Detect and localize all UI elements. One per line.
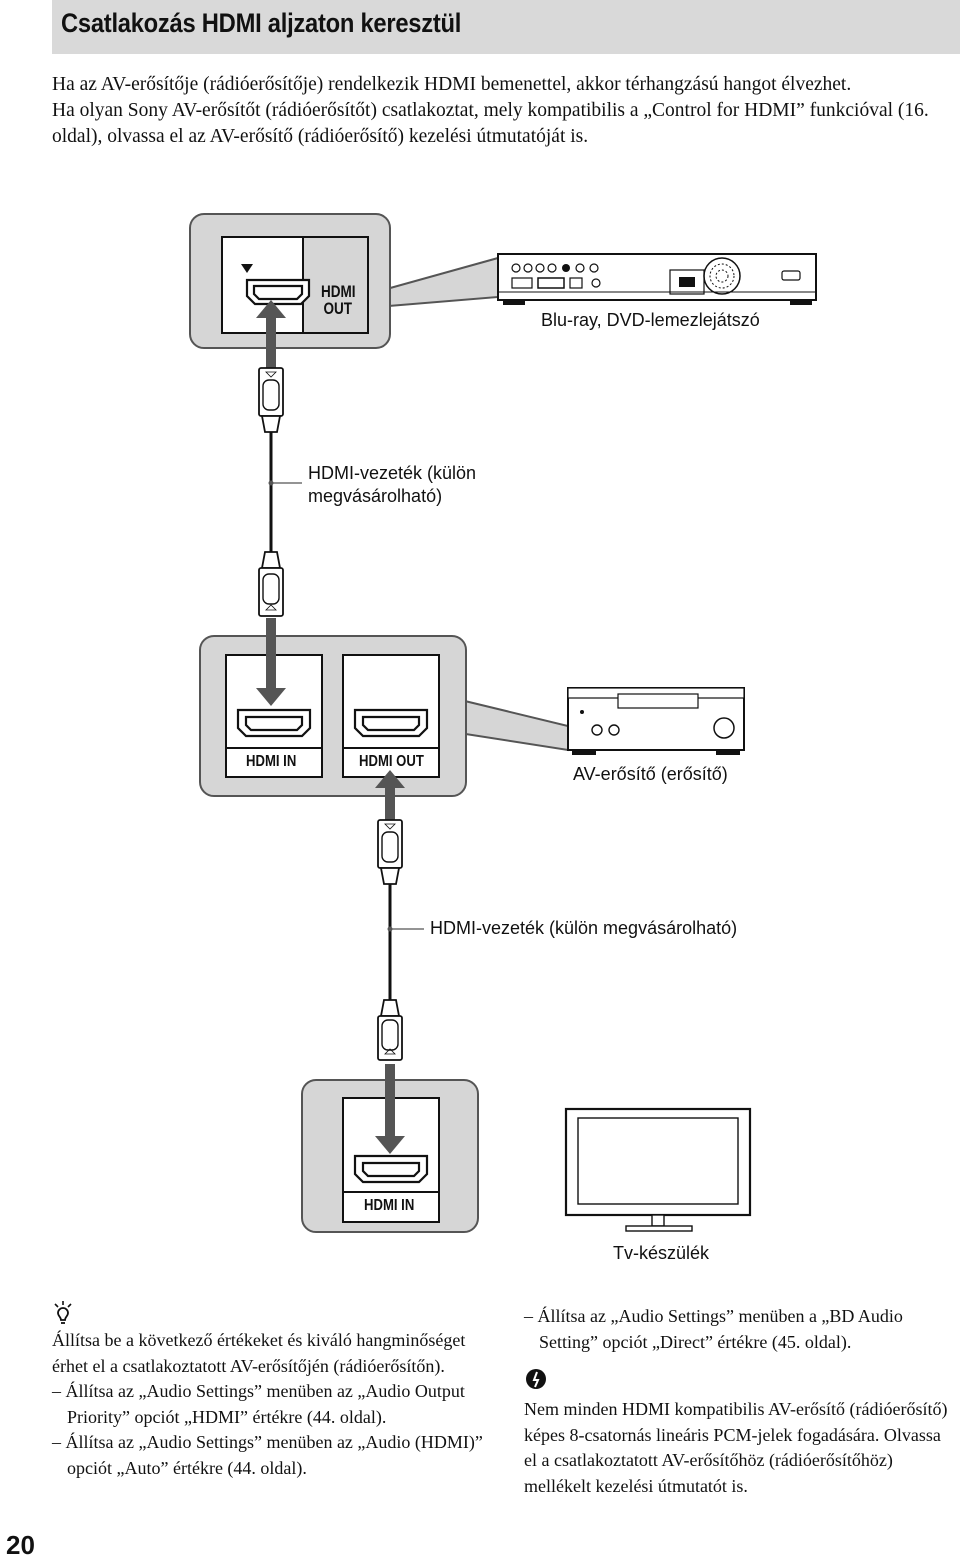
page-number: 20 [6,1530,35,1560]
lightbulb-tip-icon [52,1300,74,1326]
amp-hdmi-out-label: HDMI OUT [359,753,424,770]
section-title-bar: Csatlakozás HDMI aljzaton keresztül [52,0,960,54]
right-column: – Állítsa az „Audio Settings” menüben a … [524,1304,956,1499]
cable-1-label: HDMI-vezeték (külön megvásárolható) [308,462,476,508]
intro-paragraph-1: Ha az AV-erősítője (rádióerősítője) rend… [52,74,852,95]
av-amplifier-device [567,687,745,755]
player-callout [189,213,499,349]
connection-diagram: HDMI OUT Blu-ray, DVD-lemezlejátszó HDMI… [0,200,960,1280]
tv-hdmi-in-label: HDMI IN [364,1197,415,1214]
amp-hdmi-in-label: HDMI IN [246,753,297,770]
tip-item-1: – Állítsa az „Audio Settings” menüben az… [52,1381,465,1427]
tip-item-2: – Állítsa az „Audio Settings” menüben az… [52,1432,483,1478]
intro-text: Ha az AV-erősítője (rádióerősítője) rend… [52,72,957,150]
hdmi-cable-1 [256,300,302,617]
warning-note-icon [524,1367,548,1391]
intro-paragraph-2: Ha olyan Sony AV-erősítőt (rádióerősítőt… [52,100,929,147]
page-title: Csatlakozás HDMI aljzaton keresztül [61,8,462,38]
diagram-graphics [189,213,817,1233]
tip-item-3: – Állítsa az „Audio Settings” menüben a … [524,1306,903,1352]
note-text: Nem minden HDMI kompatibilis AV-erősítő … [524,1399,948,1496]
amplifier-label: AV-erősítő (erősítő) [573,764,728,784]
cable-1-label-line-2: megvásárolható) [308,486,443,506]
cable-1-label-line-1: HDMI-vezeték (külön [308,463,477,483]
tv-callout [301,1064,479,1233]
bluray-player-device [497,253,817,305]
tv-device [564,1107,752,1232]
player-port-label-line-2: OUT [323,300,353,318]
tv-label: Tv-készülék [613,1243,710,1263]
hdmi-cable-2 [377,819,424,1061]
cable-2-label: HDMI-vezeték (külön megvásárolható) [430,918,738,938]
amplifier-callout [199,618,569,820]
tip-section: Állítsa be a következő értékeket és kivá… [52,1300,497,1481]
player-port-label-line-1: HDMI [321,283,356,301]
player-port-label: HDMI OUT [321,284,356,318]
player-label: Blu-ray, DVD-lemezlejátszó [541,310,760,330]
tip-intro: Állítsa be a következő értékeket és kivá… [52,1330,466,1376]
